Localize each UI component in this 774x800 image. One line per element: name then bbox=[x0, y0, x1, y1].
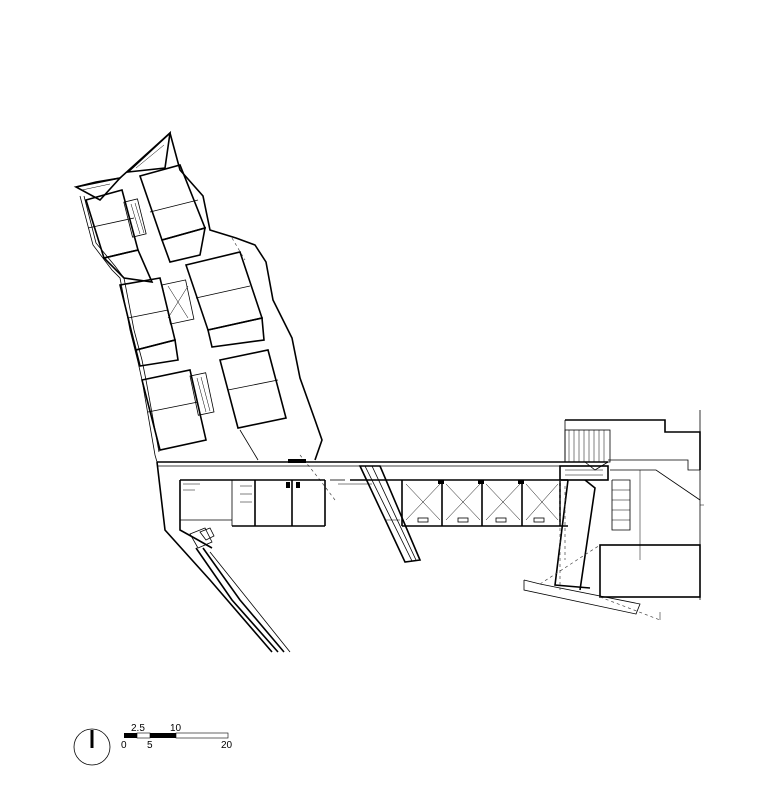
unit-cluster-1 bbox=[84, 164, 207, 283]
scale-label-5: 5 bbox=[147, 740, 153, 751]
void-markers bbox=[405, 483, 559, 521]
scale-label-20: 20 bbox=[221, 740, 233, 751]
scale-segment-10-20 bbox=[175, 732, 229, 739]
west-path bbox=[156, 461, 291, 653]
unit-cluster-3 bbox=[141, 349, 287, 461]
north-arrow-icon bbox=[73, 728, 111, 766]
scale-label-10: 10 bbox=[170, 723, 182, 734]
diagonal-ramp bbox=[330, 465, 422, 563]
scale-label-0: 0 bbox=[121, 740, 127, 751]
main-bar bbox=[157, 459, 608, 549]
scale-label-2-5: 2.5 bbox=[131, 723, 145, 734]
stair-core-nw bbox=[73, 176, 123, 202]
scale-bar: 2.5 10 0 5 20 bbox=[121, 723, 233, 751]
unit-cluster-2 bbox=[119, 251, 265, 367]
scale-segment-0-2.5 bbox=[124, 733, 137, 738]
north-wing bbox=[73, 130, 336, 501]
stair-core-ne bbox=[125, 130, 172, 174]
scale-segment-5-10 bbox=[150, 733, 176, 738]
east-block bbox=[523, 410, 704, 621]
east-stair bbox=[564, 429, 611, 463]
